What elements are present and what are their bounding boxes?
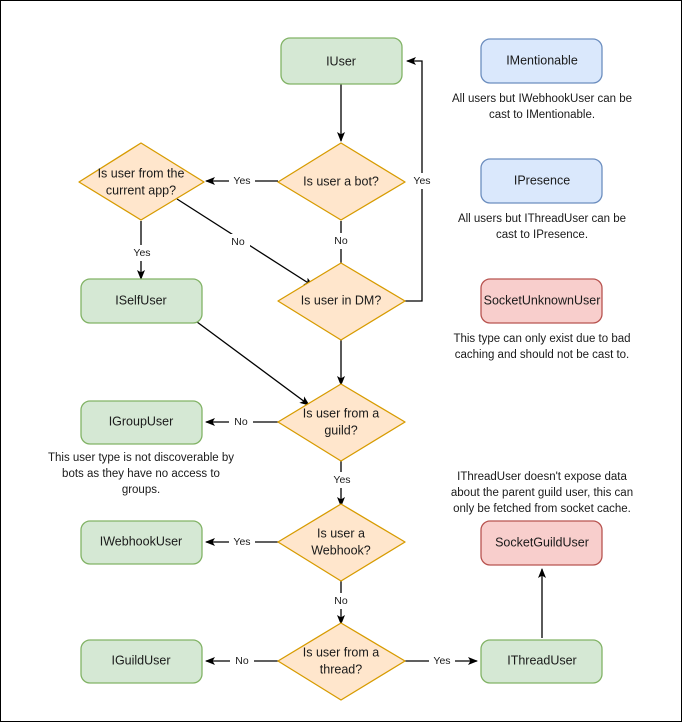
- edge-label-guild-no: No: [234, 416, 248, 428]
- edge-label-dm-yes: Yes: [413, 175, 430, 187]
- node-is-thread-shape[interactable]: [277, 622, 406, 701]
- node-iselfuser-shape[interactable]: [80, 278, 203, 324]
- node-is-guild[interactable]: Is user from a guild?: [277, 383, 406, 462]
- node-socketunknownuser-shape[interactable]: [480, 278, 603, 324]
- node-ipresence-label: IPresence: [514, 173, 570, 187]
- node-is-webhook-shape[interactable]: [277, 503, 406, 582]
- edge-label-currentapp-no: No: [231, 236, 245, 248]
- node-iwebhookuser[interactable]: IWebhookUser: [80, 520, 203, 565]
- node-socketunknownuser[interactable]: SocketUnknownUser: [480, 278, 603, 324]
- node-iuser-label: IUser: [326, 54, 356, 68]
- node-igroupuser[interactable]: IGroupUser: [80, 400, 203, 445]
- note-imentionable-line2: cast to IMentionable.: [489, 109, 595, 121]
- node-is-webhook-label-line2: Webhook?: [311, 543, 371, 557]
- node-socketguilduser-shape[interactable]: [480, 520, 603, 566]
- node-iuser[interactable]: IUser: [280, 37, 403, 85]
- note-socketguilduser-line3: only be fetched from socket cache.: [453, 503, 631, 515]
- note-igroupuser-line3: groups.: [122, 484, 160, 496]
- node-ipresence[interactable]: IPresence: [480, 158, 603, 204]
- edge-label-webhook-no: No: [334, 595, 348, 607]
- node-is-guild-label-line1: Is user from a: [303, 406, 379, 420]
- node-is-webhook[interactable]: Is user a Webhook?: [277, 503, 406, 582]
- node-iselfuser-label: ISelfUser: [115, 293, 166, 307]
- node-is-thread[interactable]: Is user from a thread?: [277, 622, 406, 701]
- node-iselfuser[interactable]: ISelfUser: [80, 278, 203, 324]
- node-is-dm-label: Is user in DM?: [301, 293, 382, 307]
- note-ipresence-line2: cast to IPresence.: [496, 229, 588, 241]
- node-is-dm-shape[interactable]: [277, 262, 406, 341]
- note-imentionable-line1: All users but IWebhookUser can be: [452, 93, 632, 105]
- node-imentionable-shape[interactable]: [480, 38, 603, 84]
- node-imentionable[interactable]: IMentionable: [480, 38, 603, 84]
- node-is-webhook-label-line1: Is user a: [317, 526, 365, 540]
- note-socketunknownuser: This type can only exist due to bad cach…: [453, 333, 630, 361]
- node-is-guild-shape[interactable]: [277, 383, 406, 462]
- node-is-thread-label-line1: Is user from a: [303, 645, 379, 659]
- node-iguilduser-label: IGuildUser: [111, 653, 170, 667]
- node-is-current-app-label-line1: Is user from the: [98, 166, 185, 180]
- edge-label-webhook-yes: Yes: [233, 536, 250, 548]
- node-is-bot-label: Is user a bot?: [303, 174, 379, 188]
- node-ithreaduser-shape[interactable]: [480, 639, 603, 684]
- node-ithreaduser-label: IThreadUser: [507, 653, 576, 667]
- node-ithreaduser[interactable]: IThreadUser: [480, 639, 603, 684]
- node-is-guild-label-line2: guild?: [324, 423, 357, 437]
- note-socketguilduser: IThreadUser doesn't expose data about th…: [451, 471, 633, 515]
- note-socketguilduser-line2: about the parent guild user, this can: [451, 487, 633, 499]
- note-socketunknownuser-line2: caching and should not be cast to.: [455, 349, 630, 361]
- note-igroupuser-line1: This user type is not discoverable by: [48, 452, 234, 464]
- node-iguilduser[interactable]: IGuildUser: [80, 639, 203, 684]
- edge-label-thread-no: No: [235, 655, 249, 667]
- node-is-bot[interactable]: Is user a bot?: [277, 142, 406, 221]
- note-ipresence: All users but IThreadUser can be cast to…: [458, 213, 626, 241]
- node-is-thread-label-line2: thread?: [320, 662, 362, 676]
- edge-iselfuser-to-isguild: [192, 318, 310, 406]
- node-socketunknownuser-label: SocketUnknownUser: [484, 293, 601, 307]
- node-iwebhookuser-shape[interactable]: [80, 520, 203, 565]
- node-socketguilduser[interactable]: SocketGuildUser: [480, 520, 603, 566]
- note-socketunknownuser-line1: This type can only exist due to bad: [453, 333, 630, 345]
- edge-label-guild-yes: Yes: [333, 474, 350, 486]
- note-igroupuser: This user type is not discoverable by bo…: [48, 452, 234, 496]
- edge-labels-layer: Yes No Yes Yes No No Yes Yes No No Yes: [129, 173, 455, 669]
- node-imentionable-label: IMentionable: [506, 53, 578, 67]
- node-igroupuser-label: IGroupUser: [109, 414, 174, 428]
- node-is-bot-shape[interactable]: [277, 142, 406, 221]
- note-imentionable: All users but IWebhookUser can be cast t…: [452, 93, 632, 121]
- node-is-current-app-label-line2: current app?: [106, 183, 176, 197]
- node-ipresence-shape[interactable]: [480, 158, 603, 204]
- edge-label-bot-yes: Yes: [233, 175, 250, 187]
- edge-label-thread-yes: Yes: [433, 655, 450, 667]
- node-is-current-app[interactable]: Is user from the current app?: [78, 142, 205, 221]
- edge-label-bot-no: No: [334, 235, 348, 247]
- node-socketguilduser-label: SocketGuildUser: [495, 535, 589, 549]
- note-igroupuser-line2: bots as they have no access to: [62, 468, 220, 480]
- node-igroupuser-shape[interactable]: [80, 400, 203, 445]
- node-is-current-app-shape[interactable]: [78, 142, 205, 221]
- node-iguilduser-shape[interactable]: [80, 639, 203, 684]
- node-iuser-shape[interactable]: [280, 37, 403, 85]
- node-is-dm[interactable]: Is user in DM?: [277, 262, 406, 341]
- node-iwebhookuser-label: IWebhookUser: [100, 534, 182, 548]
- edge-label-currentapp-yes: Yes: [133, 247, 150, 259]
- note-socketguilduser-line1: IThreadUser doesn't expose data: [457, 471, 627, 483]
- note-ipresence-line1: All users but IThreadUser can be: [458, 213, 626, 225]
